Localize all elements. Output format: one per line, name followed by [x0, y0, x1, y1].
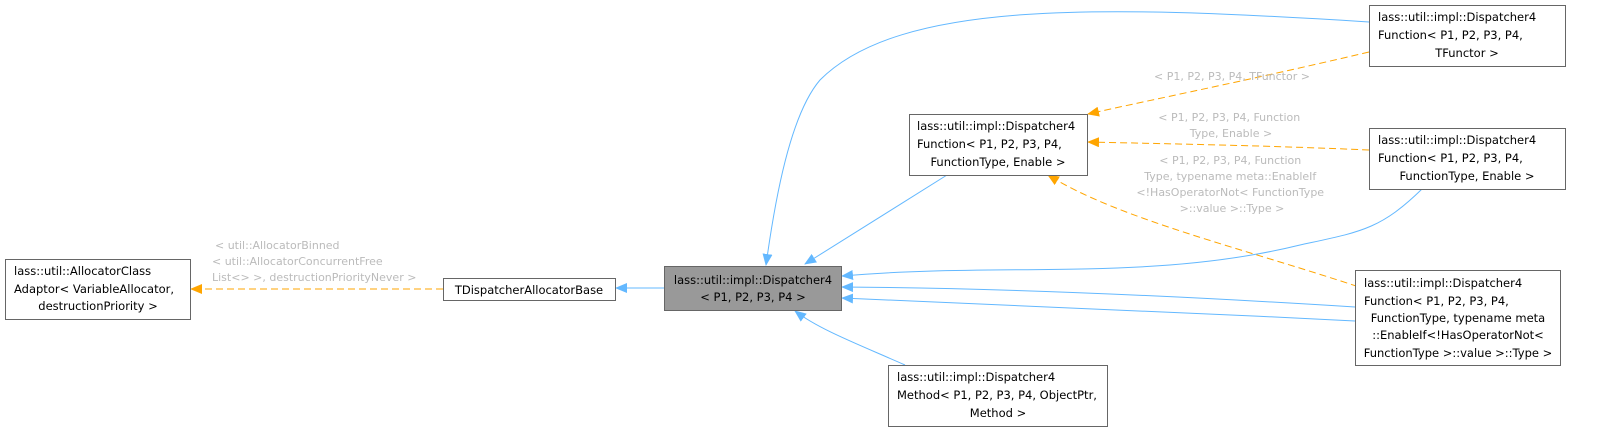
- edge-meta-to-dispatcher-2: [841, 293, 1356, 322]
- node-dispatcher4-current: lass::util::impl::Dispatcher4 < P1, P2, …: [664, 266, 842, 311]
- edge-method-to-dispatcher: [794, 310, 906, 366]
- svg-text:FunctionType >::value >::Type: FunctionType >::value >::Type >: [1364, 346, 1553, 360]
- node-allocator-base[interactable]: TDispatcherAllocatorBase: [443, 278, 616, 301]
- svg-text:lass::util::impl::Dispatcher4: lass::util::impl::Dispatcher4: [1378, 10, 1536, 24]
- svg-text:lass::util::impl::Dispatcher4: lass::util::impl::Dispatcher4: [1378, 133, 1536, 147]
- svg-text:Adaptor< VariableAllocator,: Adaptor< VariableAllocator,: [14, 282, 174, 296]
- svg-text:Function< P1, P2, P3, P4,: Function< P1, P2, P3, P4,: [917, 137, 1062, 151]
- svg-text:Method< P1, P2, P3, P4, Object: Method< P1, P2, P3, P4, ObjectPtr,: [897, 388, 1097, 402]
- node-function-tfunctor[interactable]: lass::util::impl::Dispatcher4 Function< …: [1369, 5, 1566, 67]
- svg-text:FunctionType, Enable >: FunctionType, Enable >: [1399, 169, 1534, 183]
- edge-tfunctor-to-dispatcher: [762, 11, 1370, 266]
- svg-text:lass::util::impl::Dispatcher4: lass::util::impl::Dispatcher4: [917, 119, 1075, 133]
- svg-text:FunctionType, typename meta: FunctionType, typename meta: [1371, 311, 1545, 325]
- node-function-enable[interactable]: lass::util::impl::Dispatcher4 Function< …: [1369, 128, 1566, 190]
- svg-text:< P1, P2, P3, P4 >: < P1, P2, P3, P4 >: [700, 290, 806, 304]
- svg-text:FunctionType, Enable >: FunctionType, Enable >: [930, 155, 1065, 169]
- svg-text:lass::util::impl::Dispatcher4: lass::util::impl::Dispatcher4: [1364, 276, 1522, 290]
- edge-template-to-dispatcher: [804, 174, 948, 265]
- svg-text:lass::util::impl::Dispatcher4: lass::util::impl::Dispatcher4: [897, 370, 1055, 384]
- edge-meta-to-dispatcher-1: [841, 282, 1356, 308]
- node-method[interactable]: lass::util::impl::Dispatcher4 Method< P1…: [888, 365, 1108, 427]
- svg-text:Function< P1, P2, P3, P4,: Function< P1, P2, P3, P4,: [1378, 151, 1523, 165]
- edge-enable-to-dispatcher: [841, 188, 1423, 281]
- node-allocator-adaptor[interactable]: lass::util::AllocatorClass Adaptor< Vari…: [5, 259, 191, 320]
- edge-label-tfunctor: < P1, P2, P3, P4, TFunctor >: [1154, 70, 1310, 83]
- edge-label-allocator: < util::AllocatorBinned < util::Allocato…: [212, 239, 416, 284]
- edge-enable-to-template: [1087, 137, 1370, 151]
- svg-text:Function< P1, P2, P3, P4,: Function< P1, P2, P3, P4,: [1378, 28, 1523, 42]
- node-function-meta[interactable]: lass::util::impl::Dispatcher4 Function< …: [1355, 270, 1561, 366]
- edge-label-enable: < P1, P2, P3, P4, Function Type, Enable …: [1158, 111, 1304, 140]
- svg-text:Function< P1, P2, P3, P4,: Function< P1, P2, P3, P4,: [1364, 294, 1509, 308]
- edge-tfunctor-to-template: [1087, 51, 1370, 117]
- node-function-template[interactable]: lass::util::impl::Dispatcher4 Function< …: [909, 114, 1088, 176]
- svg-text:destructionPriority >: destructionPriority >: [38, 299, 157, 313]
- svg-text:Method >: Method >: [970, 406, 1026, 420]
- edge-label-meta: < P1, P2, P3, P4, Function Type, typenam…: [1136, 154, 1327, 215]
- edge-meta-to-template: [1047, 174, 1369, 291]
- svg-text:TDispatcherAllocatorBase: TDispatcherAllocatorBase: [454, 283, 603, 297]
- svg-text:lass::util::AllocatorClass: lass::util::AllocatorClass: [14, 264, 151, 278]
- svg-text:lass::util::impl::Dispatcher4: lass::util::impl::Dispatcher4: [674, 273, 832, 287]
- svg-text:TFunctor >: TFunctor >: [1434, 46, 1498, 60]
- svg-text:::EnableIf<!HasOperatorNot<: ::EnableIf<!HasOperatorNot<: [1372, 328, 1544, 342]
